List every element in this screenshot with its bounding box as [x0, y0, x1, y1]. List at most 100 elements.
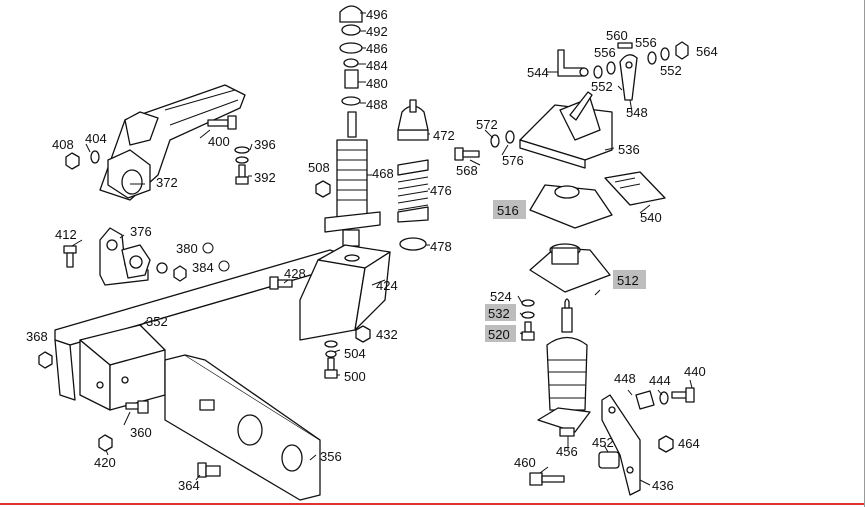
label-536[interactable]: 536	[618, 142, 640, 157]
label-480[interactable]: 480	[366, 76, 388, 91]
label-516[interactable]: 516	[497, 203, 519, 218]
label-400[interactable]: 400	[208, 134, 230, 149]
highlight-532	[485, 304, 516, 321]
nut-368	[38, 351, 53, 369]
label-568[interactable]: 568	[456, 163, 478, 178]
label-564[interactable]: 564	[696, 44, 718, 59]
washer-492	[341, 24, 361, 36]
label-456[interactable]: 456	[556, 444, 578, 459]
label-356[interactable]: 356	[320, 449, 342, 464]
label-364[interactable]: 364	[178, 478, 200, 493]
label-556-right[interactable]: 556	[635, 35, 657, 50]
label-420[interactable]: 420	[94, 455, 116, 470]
label-436[interactable]: 436	[652, 478, 674, 493]
label-532[interactable]: 532	[488, 306, 510, 321]
bolt-428	[269, 276, 293, 290]
boot-512	[529, 243, 611, 293]
highlight-520	[485, 325, 516, 342]
label-376[interactable]: 376	[130, 224, 152, 239]
label-372[interactable]: 372	[156, 175, 178, 190]
label-552-right[interactable]: 552	[660, 63, 682, 78]
label-478[interactable]: 478	[430, 239, 452, 254]
shift-lever-boot	[537, 298, 591, 437]
small-washer-380	[202, 242, 214, 254]
bolt-400	[207, 115, 237, 130]
label-396[interactable]: 396	[254, 137, 276, 152]
small-washer-384	[218, 260, 230, 272]
bolt-412	[63, 245, 77, 268]
pin-560	[617, 42, 633, 49]
label-488[interactable]: 488	[366, 97, 388, 112]
label-352[interactable]: 352	[146, 314, 168, 329]
label-452[interactable]: 452	[592, 435, 614, 450]
bracket-436	[601, 394, 641, 496]
cap-nut-496	[339, 5, 363, 23]
frame-rail-356	[164, 354, 321, 501]
label-548[interactable]: 548	[626, 105, 648, 120]
label-464[interactable]: 464	[678, 436, 700, 451]
label-576[interactable]: 576	[502, 153, 524, 168]
label-496[interactable]: 496	[366, 7, 388, 22]
label-476[interactable]: 476	[430, 183, 452, 198]
label-486[interactable]: 486	[366, 41, 388, 56]
label-508[interactable]: 508	[308, 160, 330, 175]
label-484[interactable]: 484	[366, 58, 388, 73]
bolt-360	[125, 400, 149, 414]
label-360[interactable]: 360	[130, 425, 152, 440]
label-384[interactable]: 384	[192, 260, 214, 275]
label-524[interactable]: 524	[490, 289, 512, 304]
label-444[interactable]: 444	[649, 373, 671, 388]
label-412[interactable]: 412	[55, 227, 77, 242]
nut-408	[65, 152, 80, 170]
label-424[interactable]: 424	[376, 278, 398, 293]
label-392[interactable]: 392	[254, 170, 276, 185]
label-428[interactable]: 428	[284, 266, 306, 281]
label-552-left[interactable]: 552	[591, 79, 613, 94]
label-472[interactable]: 472	[433, 128, 455, 143]
label-404[interactable]: 404	[85, 131, 107, 146]
plate-448	[635, 390, 655, 410]
label-408[interactable]: 408	[52, 137, 74, 152]
label-432[interactable]: 432	[376, 327, 398, 342]
label-504[interactable]: 504	[344, 346, 366, 361]
bolt-500	[324, 357, 338, 379]
bolt-568	[454, 147, 480, 161]
spring-476	[397, 159, 429, 223]
nut-464	[658, 435, 674, 453]
bolt-364	[197, 462, 221, 478]
washer-478	[399, 237, 427, 251]
label-560[interactable]: 560	[606, 28, 628, 43]
label-492[interactable]: 492	[366, 24, 388, 39]
shock-absorber-468	[324, 111, 381, 247]
bushing-452	[598, 451, 620, 469]
label-380[interactable]: 380	[176, 241, 198, 256]
label-468[interactable]: 468	[372, 166, 394, 181]
bushing-480	[344, 69, 359, 89]
label-500[interactable]: 500	[344, 369, 366, 384]
bolt-460	[529, 472, 565, 486]
engine-mount-372	[99, 84, 246, 201]
shift-housing-536	[519, 91, 613, 169]
washer-532	[521, 311, 535, 319]
label-512[interactable]: 512	[617, 273, 639, 288]
washer-488	[341, 96, 361, 106]
label-572[interactable]: 572	[476, 117, 498, 132]
boot-516	[529, 184, 613, 229]
label-440[interactable]: 440	[684, 364, 706, 379]
washer-556a	[593, 65, 603, 79]
washer-552b	[660, 47, 670, 61]
nut-564	[675, 41, 689, 60]
bolt-520	[521, 321, 535, 341]
label-544[interactable]: 544	[527, 65, 549, 80]
label-520[interactable]: 520	[488, 327, 510, 342]
label-368[interactable]: 368	[26, 329, 48, 344]
label-448[interactable]: 448	[614, 371, 636, 386]
label-556-left[interactable]: 556	[594, 45, 616, 60]
washer-484	[343, 58, 359, 68]
label-460[interactable]: 460	[514, 455, 536, 470]
washer-524	[521, 299, 535, 307]
label-540[interactable]: 540	[640, 210, 662, 225]
bracket-352	[79, 324, 166, 411]
